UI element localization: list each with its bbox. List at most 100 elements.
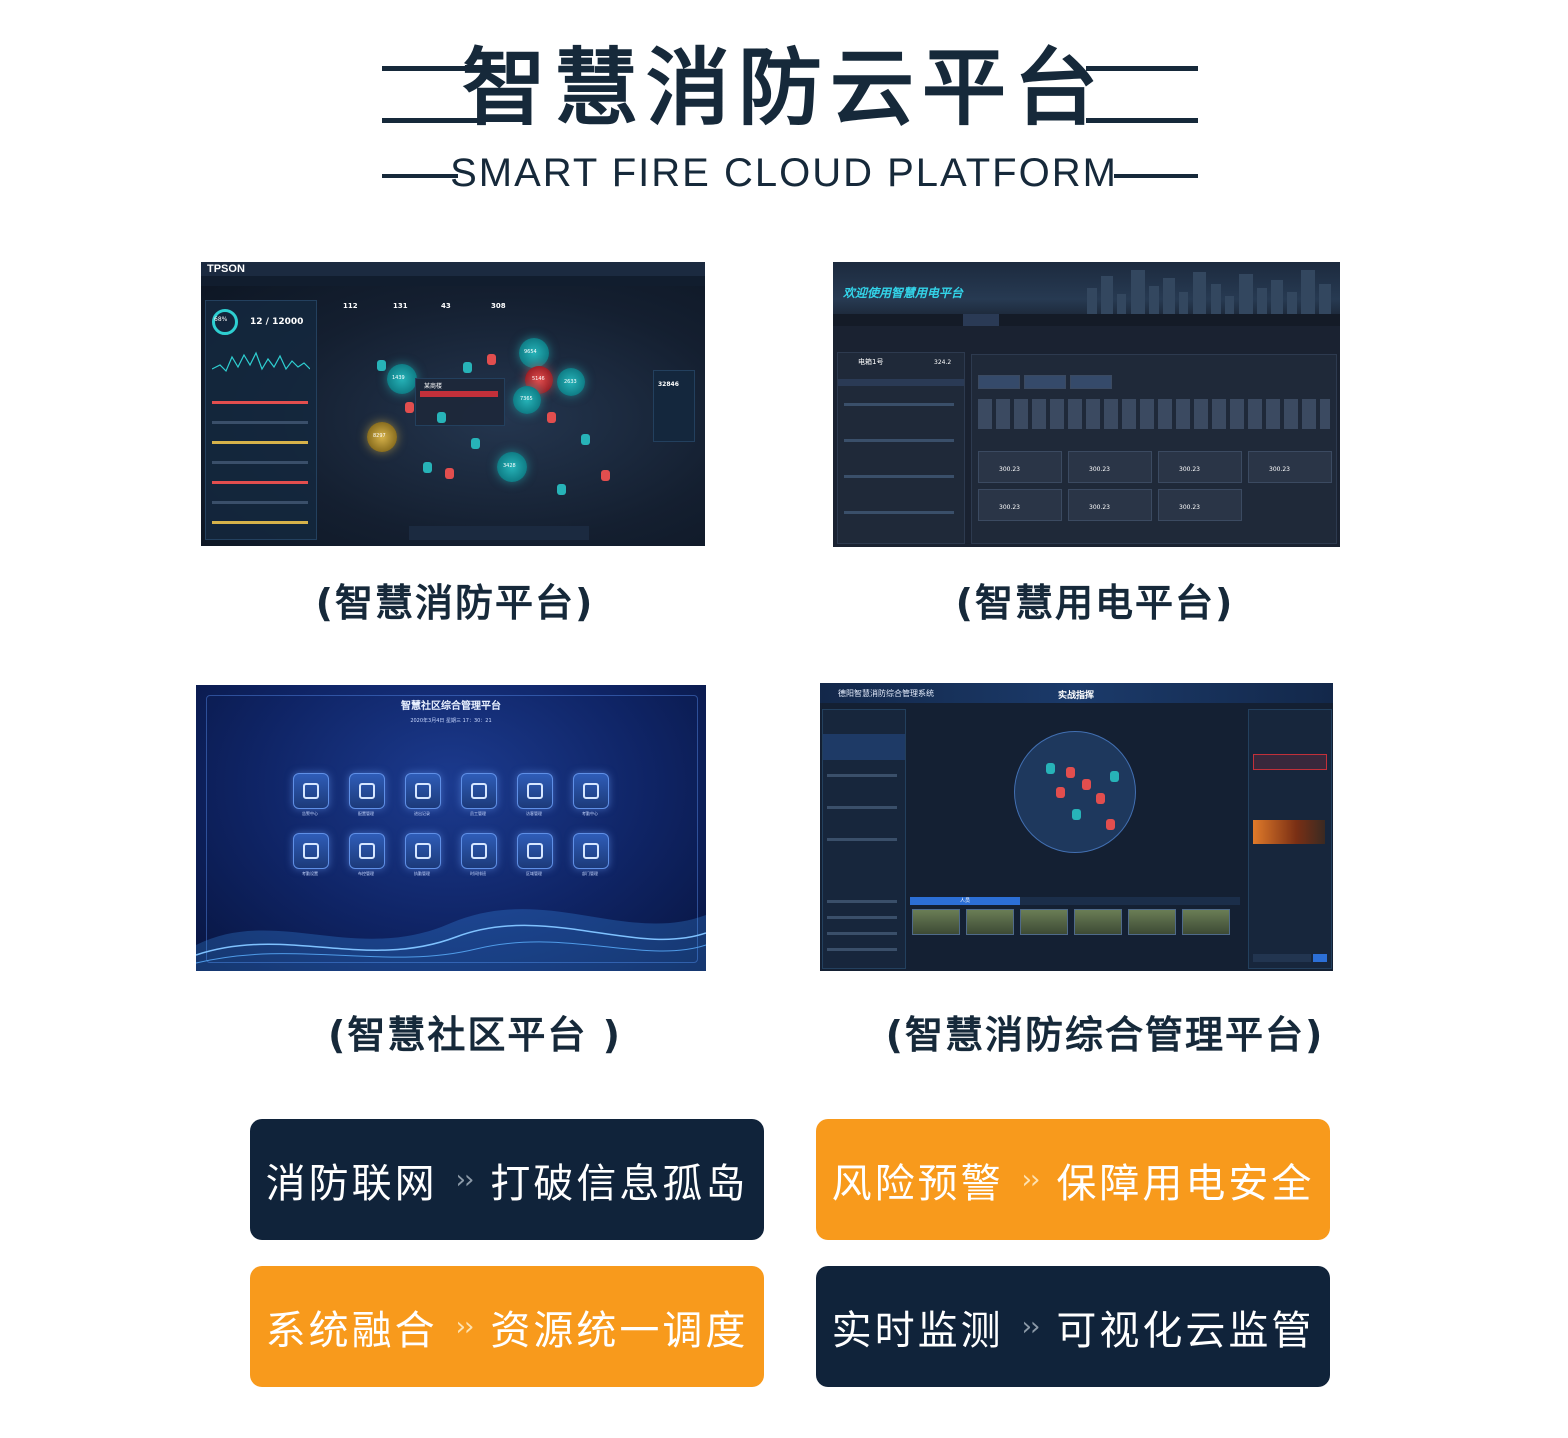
chat-input[interactable] [1253, 954, 1311, 962]
map-marker[interactable] [601, 470, 610, 481]
page-title: 智慧消防云平台 [461, 39, 1106, 137]
map-cluster[interactable] [513, 386, 541, 414]
caption-community-platform: (智慧社区平台 ) [328, 1013, 622, 1057]
cluster-label: 1439 [392, 375, 405, 381]
camera-thumbnail[interactable] [1128, 909, 1176, 935]
meter-reading: 300.23 [999, 466, 1020, 473]
caption-fire-platform: (智慧消防平台) [315, 581, 595, 625]
map-marker[interactable] [445, 468, 454, 479]
map-marker[interactable] [377, 360, 386, 371]
visitor-icon[interactable] [517, 773, 553, 809]
device-tile[interactable] [1024, 375, 1066, 389]
map-marker[interactable] [557, 484, 566, 495]
unit-marker[interactable] [1110, 771, 1119, 782]
resource-row [827, 916, 897, 919]
circuit-row [844, 475, 954, 478]
device-tile[interactable] [1070, 375, 1112, 389]
meter-card[interactable]: 300.23 [978, 489, 1062, 521]
device-tile[interactable] [978, 375, 1020, 389]
alarm-row [212, 441, 308, 444]
circuit-row [844, 511, 954, 514]
map-cluster-warning[interactable] [367, 422, 397, 452]
incident-marker[interactable] [1096, 793, 1105, 804]
incident-marker[interactable] [1106, 819, 1115, 830]
meter-card[interactable]: 300.23 [1158, 489, 1242, 521]
feature-risk-warning: 风险预警 ›› 保障用电安全 [816, 1119, 1330, 1240]
map-marker[interactable] [405, 402, 414, 413]
caption-integrated-platform: (智慧消防综合管理平台) [885, 1013, 1325, 1057]
config-icon[interactable] [349, 773, 385, 809]
frame-top [206, 695, 698, 963]
meter-card[interactable]: 300.23 [978, 451, 1062, 483]
alarm-row [212, 401, 308, 404]
wave-decoration [196, 909, 706, 971]
alarm-row [212, 421, 308, 424]
alarm-center-icon[interactable] [293, 773, 329, 809]
monitor-panel: 300.23 300.23 300.23 300.23 300.23 300.2… [971, 354, 1337, 544]
event-row [827, 774, 897, 777]
map-cluster[interactable] [557, 368, 585, 396]
map-cluster[interactable] [519, 338, 549, 368]
meter-reading: 300.23 [1269, 466, 1290, 473]
meter-card[interactable]: 300.23 [1068, 489, 1152, 521]
camera-thumbnail[interactable] [1182, 909, 1230, 935]
meter-card[interactable]: 300.23 [1068, 451, 1152, 483]
camera-thumbnail[interactable] [1074, 909, 1122, 935]
video-tab-bar [910, 897, 1240, 905]
attendance-settings-icon[interactable] [293, 833, 329, 869]
surveillance-icon[interactable] [349, 833, 385, 869]
alert-box [1253, 754, 1327, 770]
tpson-logo: TPSON [207, 263, 245, 275]
area-icon[interactable] [517, 833, 553, 869]
map-marker[interactable] [471, 438, 480, 449]
meter-card[interactable]: 300.23 [1248, 451, 1332, 483]
icon-label: 区域管理 [526, 871, 542, 876]
community-datetime: 2020年3月4日 星期三 17：30：21 [410, 718, 492, 724]
map-marker[interactable] [437, 412, 446, 423]
meter-reading: 300.23 [1179, 504, 1200, 511]
staff-icon[interactable] [461, 773, 497, 809]
attendance-icon[interactable] [573, 773, 609, 809]
map-marker[interactable] [487, 354, 496, 365]
cluster-label: 2633 [564, 379, 577, 385]
department-icon[interactable] [573, 833, 609, 869]
tab-active[interactable] [963, 314, 999, 326]
app-topbar [201, 262, 705, 276]
chevron-right-icon: ›› [1021, 1164, 1041, 1195]
icon-label: 考勤设置 [302, 871, 318, 876]
camera-thumbnail[interactable] [1020, 909, 1068, 935]
tab-bar [833, 314, 1340, 326]
duty-icon[interactable] [405, 833, 441, 869]
icon-label: 访客管理 [526, 811, 542, 816]
map-marker[interactable] [423, 462, 432, 473]
gauge-ring [212, 309, 238, 335]
screenshot-integrated-platform: 德阳智慧消防综合管理系统 实战指挥 人员 [820, 683, 1333, 971]
map-marker[interactable] [547, 412, 556, 423]
icon-label: 员工管理 [470, 811, 486, 816]
incident-marker[interactable] [1082, 779, 1091, 790]
event-item-active[interactable] [823, 734, 905, 760]
screenshot-community-platform: 智慧社区综合管理平台 2020年3月4日 星期三 17：30：21 告警中心 配… [196, 685, 706, 971]
caption-electric-platform: (智慧用电平台) [955, 581, 1235, 625]
camera-thumbnail[interactable] [912, 909, 960, 935]
map-marker[interactable] [581, 434, 590, 445]
event-list-panel [822, 709, 906, 969]
incident-marker[interactable] [1056, 787, 1065, 798]
map-marker[interactable] [463, 362, 472, 373]
schedule-icon[interactable] [461, 833, 497, 869]
unit-marker[interactable] [1072, 809, 1081, 820]
feature-realtime-monitoring: 实时监测 ›› 可视化云监管 [816, 1266, 1330, 1387]
access-record-icon[interactable] [405, 773, 441, 809]
camera-thumbnail[interactable] [966, 909, 1014, 935]
trend-sparkline [212, 351, 310, 373]
icon-label: 配置管理 [358, 811, 374, 816]
chevron-right-icon: ›› [455, 1311, 475, 1342]
send-button[interactable] [1313, 954, 1327, 962]
map-cluster[interactable] [387, 364, 417, 394]
video-tab-active[interactable]: 人员 [910, 897, 1020, 905]
meter-card[interactable]: 300.23 [1158, 451, 1242, 483]
map-cluster[interactable] [497, 452, 527, 482]
icon-label: 告警中心 [302, 811, 318, 816]
unit-marker[interactable] [1046, 763, 1055, 774]
incident-marker[interactable] [1066, 767, 1075, 778]
